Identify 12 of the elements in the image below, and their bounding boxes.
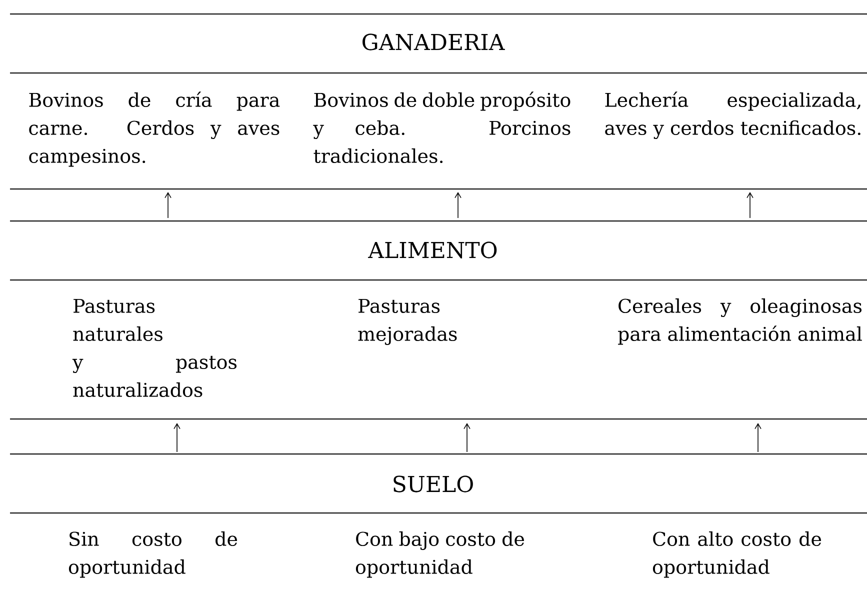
category-text: Con alto costo de oportunidad — [652, 531, 822, 578]
section-heading: SUELO — [394, 476, 473, 492]
category-text: Bovinos de doble propósito y ceba. Porcinos tradicionales. — [313, 92, 570, 164]
category-text: Con bajo costo de oportunidad — [356, 531, 524, 578]
category-text: Lechería especializada, aves y cerdos tecnificados. — [605, 92, 860, 139]
category-text: Sin costo de oportunidad — [68, 531, 238, 578]
section-heading: GANADERIA — [362, 34, 505, 50]
category-text: Pasturas mejoradas — [358, 298, 457, 345]
section-heading: ALIMENTO — [368, 242, 497, 258]
category-text: Cereales y oleaginosas para alimentación animal — [618, 298, 862, 345]
category-text: Bovinos de cría para carne. Cerdos y aves campesinos. — [29, 92, 280, 167]
category-text: Pasturas naturales y pastos naturalizados — [72, 298, 237, 398]
